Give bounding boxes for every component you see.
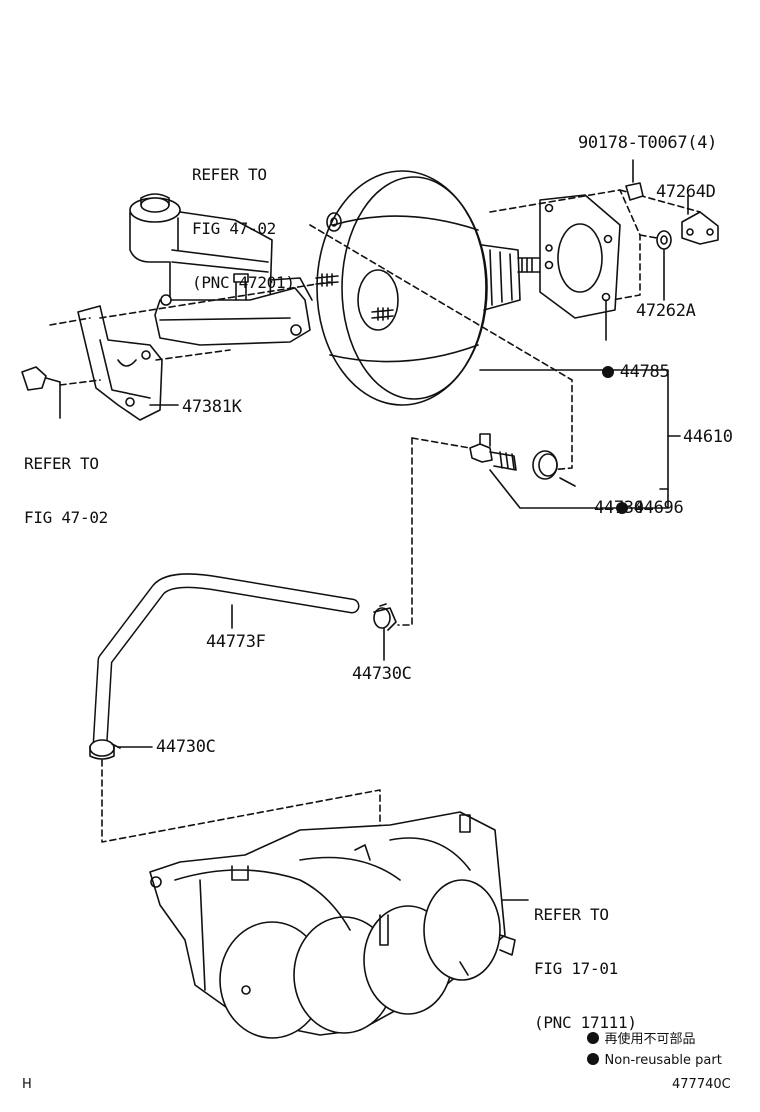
label-44696: 44696 (576, 480, 684, 537)
legend-dot (586, 1032, 599, 1044)
ref-line: REFER TO (192, 165, 267, 184)
gasket-plate (539, 194, 621, 319)
corner-code-left: H (22, 1077, 32, 1092)
legend-dot (586, 1053, 599, 1065)
legend-non-reusable-en: Non-reusable part (570, 1037, 722, 1085)
label-44773F: 44773F (206, 632, 266, 652)
label-47381K: 47381K (182, 397, 242, 417)
nut-90178 (625, 159, 644, 201)
ref-manifold: REFER TO FIG 17-01 (PNC 17111) (534, 870, 637, 1068)
label-44785: 44785 (562, 344, 670, 401)
ref-line: REFER TO (534, 905, 609, 924)
label-44610: 44610 (683, 427, 733, 447)
ref-line: FIG 17-01 (534, 959, 618, 978)
non-reusable-dot (601, 366, 614, 378)
bracket-47381K (77, 305, 163, 421)
brake-booster (315, 170, 541, 406)
nut-left (21, 366, 61, 391)
vacuum-hose-44773F (92, 573, 360, 753)
legend-en-text: Non-reusable part (604, 1053, 722, 1068)
pin-47262A (656, 230, 672, 301)
ref-bracket: REFER TO FIG 47-02 (24, 419, 108, 563)
figure-code: 477740C (672, 1077, 731, 1092)
master-cylinder (129, 193, 313, 346)
label-47262A: 47262A (636, 301, 696, 321)
ref-line: (PNC 47201) (192, 273, 295, 292)
intake-manifold (149, 811, 516, 1039)
label-44730: 44730 (594, 498, 644, 518)
ref-line: REFER TO (24, 454, 99, 473)
ref-line: (PNC 17111) (534, 1013, 637, 1032)
ref-master-cylinder: REFER TO FIG 47-02 (PNC 47201) (192, 130, 295, 328)
ref-line: FIG 47-02 (24, 508, 108, 527)
clevis-47264D (681, 195, 719, 245)
clamp-44730C-lower (89, 739, 121, 760)
legend-jp-text: 再使用不可部品 (604, 1032, 696, 1047)
assembly-guide-lines (49, 224, 573, 843)
non-reusable-dot (615, 502, 628, 514)
label-47264D: 47264D (656, 182, 716, 202)
clamp-44730C-upper (373, 603, 397, 631)
label-44785-text: 44785 (619, 362, 670, 382)
check-valve-44730 (469, 433, 517, 471)
legend-non-reusable-jp: 再使用不可部品 (570, 1016, 696, 1064)
label-44730C-lower: 44730C (156, 737, 216, 757)
leader-lines (59, 299, 681, 901)
label-44730C-upper: 44730C (352, 664, 412, 684)
ref-line: FIG 47-02 (192, 219, 276, 238)
label-90178: 90178-T0067(4) (578, 133, 718, 153)
grommet-44696 (532, 450, 558, 480)
label-44696-text: 44696 (633, 498, 684, 518)
